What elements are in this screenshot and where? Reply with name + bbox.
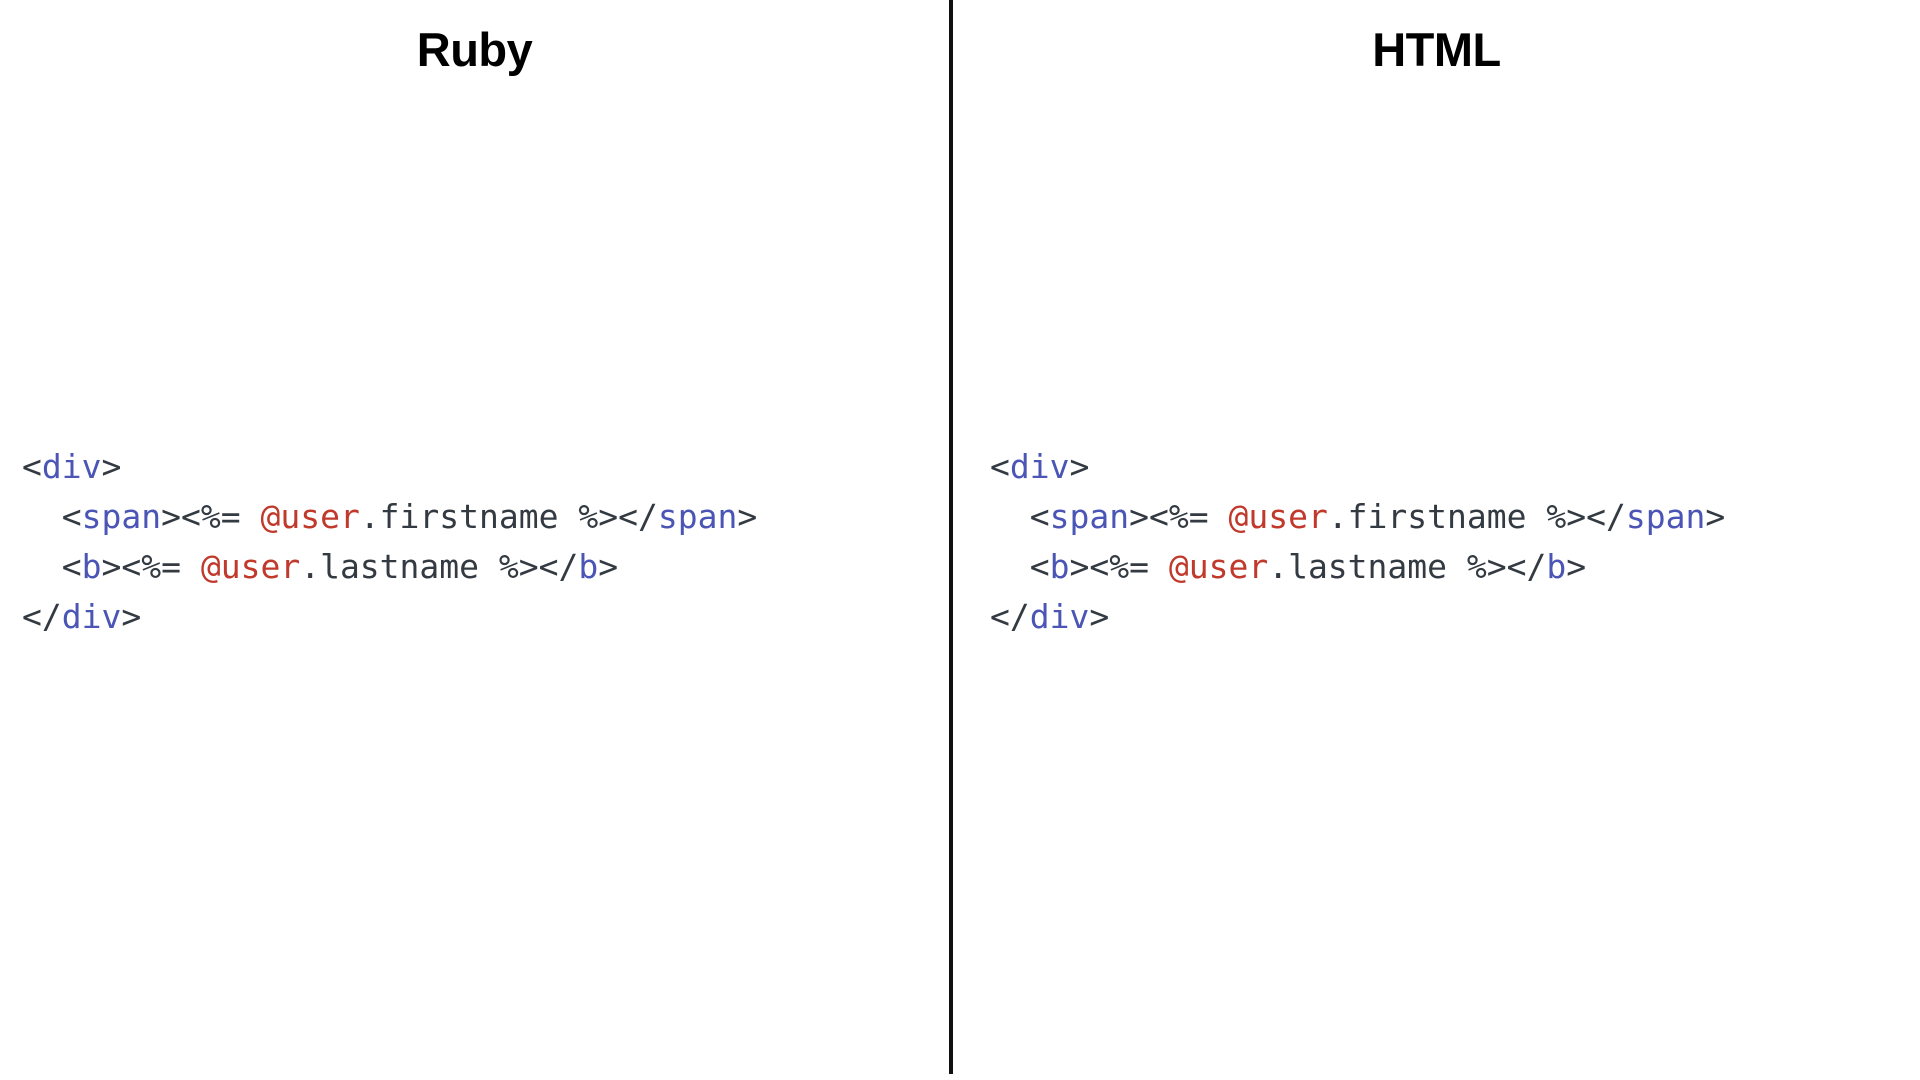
code-token-punct: >: [1566, 547, 1587, 586]
code-token-punct: >: [101, 447, 122, 486]
code-token-punct: </: [1506, 547, 1547, 586]
code-line: <b><%= @user.lastname %></b>: [22, 542, 757, 592]
code-token-plain: .firstname: [1327, 497, 1527, 536]
code-token-punct: >: [1089, 597, 1110, 636]
code-line: <b><%= @user.lastname %></b>: [990, 542, 1725, 592]
panel-html: HTML <div> <span><%= @user.firstname %><…: [953, 0, 1920, 1080]
code-token-punct: <: [61, 547, 82, 586]
code-token-ivar: @user: [1228, 497, 1328, 536]
code-token-punct: >: [1069, 447, 1090, 486]
code-token-punct: >: [598, 547, 619, 586]
code-token-punct: >: [1705, 497, 1726, 536]
code-indent: [22, 547, 62, 586]
code-token-erb: %>: [1447, 547, 1507, 586]
code-token-punct: <: [1029, 547, 1050, 586]
code-token-punct: </: [1586, 497, 1626, 536]
code-indent: [22, 497, 62, 536]
code-token-punct: </: [618, 497, 658, 536]
code-token-plain: .lastname: [300, 547, 480, 586]
code-block-ruby: <div> <span><%= @user.firstname %></span…: [22, 442, 757, 642]
code-token-ivar: @user: [260, 497, 360, 536]
code-line: <span><%= @user.firstname %></span>: [22, 492, 757, 542]
code-token-punct: >: [1129, 497, 1149, 536]
code-line: <span><%= @user.firstname %></span>: [990, 492, 1725, 542]
code-token-erb: <%=: [1148, 497, 1229, 536]
code-indent: [990, 497, 1030, 536]
code-line: <div>: [990, 442, 1725, 492]
code-token-tag: div: [61, 597, 122, 636]
code-token-punct: >: [737, 497, 758, 536]
code-token-punct: >: [161, 497, 181, 536]
vertical-divider: [949, 0, 953, 1074]
code-token-punct: >: [121, 597, 142, 636]
code-token-punct: </: [990, 597, 1030, 636]
code-token-tag: span: [657, 497, 738, 536]
code-line: <div>: [22, 442, 757, 492]
code-token-tag: b: [81, 547, 102, 586]
code-token-ivar: @user: [1168, 547, 1269, 586]
code-token-tag: span: [81, 497, 162, 536]
code-token-erb: <%=: [121, 547, 201, 586]
code-token-tag: b: [1049, 547, 1070, 586]
panel-title-ruby: Ruby: [416, 23, 533, 76]
code-token-punct: <: [22, 447, 42, 486]
code-token-erb: %>: [558, 497, 619, 536]
code-block-html: <div> <span><%= @user.firstname %></span…: [990, 442, 1725, 642]
code-token-tag: b: [578, 547, 599, 586]
code-token-erb: <%=: [1089, 547, 1169, 586]
code-indent: [990, 547, 1030, 586]
code-token-tag: b: [1546, 547, 1567, 586]
code-token-punct: >: [1069, 547, 1090, 586]
code-token-punct: <: [1029, 497, 1050, 536]
code-token-punct: <: [61, 497, 82, 536]
code-token-tag: span: [1049, 497, 1130, 536]
code-token-punct: </: [538, 547, 579, 586]
code-token-erb: %>: [1526, 497, 1587, 536]
code-token-punct: >: [101, 547, 122, 586]
code-token-punct: </: [22, 597, 62, 636]
code-token-ivar: @user: [200, 547, 301, 586]
code-token-erb: %>: [479, 547, 539, 586]
code-token-plain: .firstname: [359, 497, 559, 536]
code-line: </div>: [990, 592, 1725, 642]
panel-ruby: Ruby <div> <span><%= @user.firstname %><…: [0, 0, 949, 1080]
code-token-tag: div: [1029, 597, 1090, 636]
code-token-tag: div: [1009, 447, 1070, 486]
code-token-tag: span: [1625, 497, 1706, 536]
panel-title-html: HTML: [1372, 23, 1501, 76]
code-token-erb: <%=: [180, 497, 261, 536]
code-token-punct: <: [990, 447, 1010, 486]
code-token-tag: div: [41, 447, 102, 486]
code-line: </div>: [22, 592, 757, 642]
code-token-plain: .lastname: [1268, 547, 1448, 586]
